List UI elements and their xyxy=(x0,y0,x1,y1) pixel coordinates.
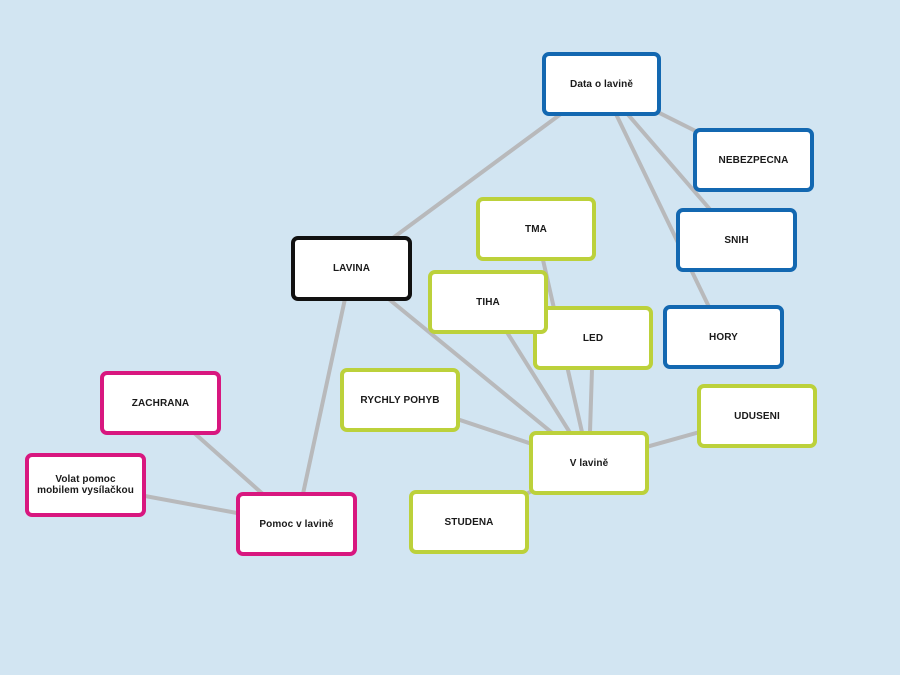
node-label: Data o lavině xyxy=(570,78,633,90)
node-label: TMA xyxy=(525,223,547,235)
node-v-lavine[interactable]: V lavině xyxy=(529,431,649,495)
node-label: STUDENA xyxy=(444,516,494,528)
node-pomoc-v-lavine[interactable]: Pomoc v lavině xyxy=(236,492,357,556)
node-label: Pomoc v lavině xyxy=(259,518,334,530)
node-label: SNIH xyxy=(724,234,749,246)
node-label: NEBEZPECNA xyxy=(718,154,789,166)
node-tma[interactable]: TMA xyxy=(476,197,596,261)
node-hory[interactable]: HORY xyxy=(663,305,784,369)
node-lavina-central[interactable]: LAVINA xyxy=(291,236,412,301)
node-label: LAVINA xyxy=(332,263,371,274)
node-tiha[interactable]: TIHA xyxy=(428,270,548,334)
node-uduseni[interactable]: UDUSENI xyxy=(697,384,817,448)
node-label: Volat pomoc mobilem vysílačkou xyxy=(37,474,134,496)
node-studena[interactable]: STUDENA xyxy=(409,490,529,554)
connector-lavina-pomoc_v_lavine xyxy=(294,266,354,526)
node-led[interactable]: LED xyxy=(533,306,653,370)
node-rychly-pohyb[interactable]: RYCHLY POHYB xyxy=(340,368,460,432)
node-label: V lavině xyxy=(569,457,609,469)
node-label: UDUSENI xyxy=(734,410,780,422)
connector-data_o_lavine-hory xyxy=(599,82,726,339)
node-snih[interactable]: SNIH xyxy=(676,208,797,272)
node-label: TIHA xyxy=(476,296,500,308)
node-nebezpecna[interactable]: NEBEZPECNA xyxy=(693,128,814,192)
node-label: ZACHRANA xyxy=(131,397,190,409)
node-label: RYCHLY POHYB xyxy=(360,394,440,406)
node-label: HORY xyxy=(709,331,738,343)
node-volat-pomoc[interactable]: Volat pomoc mobilem vysílačkou xyxy=(25,453,146,517)
node-data-o-lavine[interactable]: Data o lavině xyxy=(542,52,661,116)
node-label: LED xyxy=(582,332,604,344)
node-zachrana[interactable]: ZACHRANA xyxy=(100,371,221,435)
